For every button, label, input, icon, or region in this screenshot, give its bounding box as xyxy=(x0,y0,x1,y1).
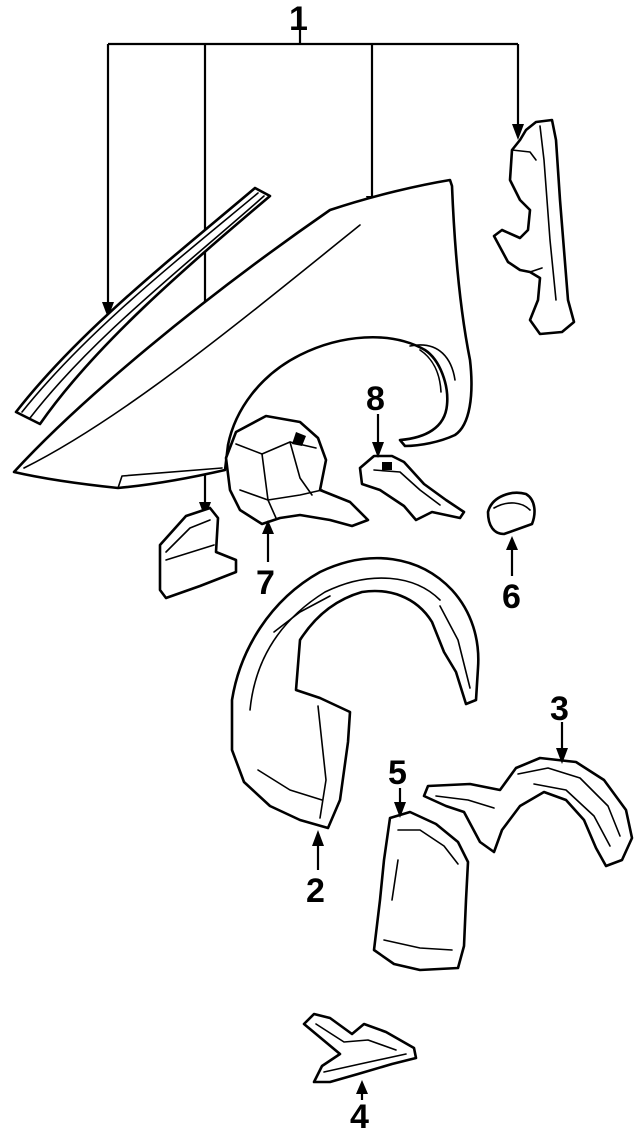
cap-part-6 xyxy=(486,491,536,536)
splash-shield-part-7 xyxy=(224,414,370,528)
fender-bracket xyxy=(492,118,576,336)
callout-2-label: 2 xyxy=(306,872,325,910)
callout-6-label: 6 xyxy=(502,578,521,616)
splash-guard-part-5 xyxy=(372,810,470,972)
callout-7-label: 7 xyxy=(256,564,275,602)
callout-8-label: 8 xyxy=(366,380,385,418)
front-fender xyxy=(12,178,473,490)
fender-molding-strip xyxy=(14,186,272,426)
callout-5-label: 5 xyxy=(388,754,407,792)
callout-1-leaders xyxy=(102,28,524,518)
fender-lower-bracket xyxy=(158,506,238,600)
bracket-part-8 xyxy=(358,454,466,522)
lower-bracket-part-4 xyxy=(302,1012,418,1084)
fender-liner-part-2 xyxy=(230,556,480,830)
callout-3-label: 3 xyxy=(550,690,569,728)
callout-4-label: 4 xyxy=(350,1098,369,1134)
rear-liner-part-3 xyxy=(422,756,634,868)
callout-1-label: 1 xyxy=(289,0,308,38)
